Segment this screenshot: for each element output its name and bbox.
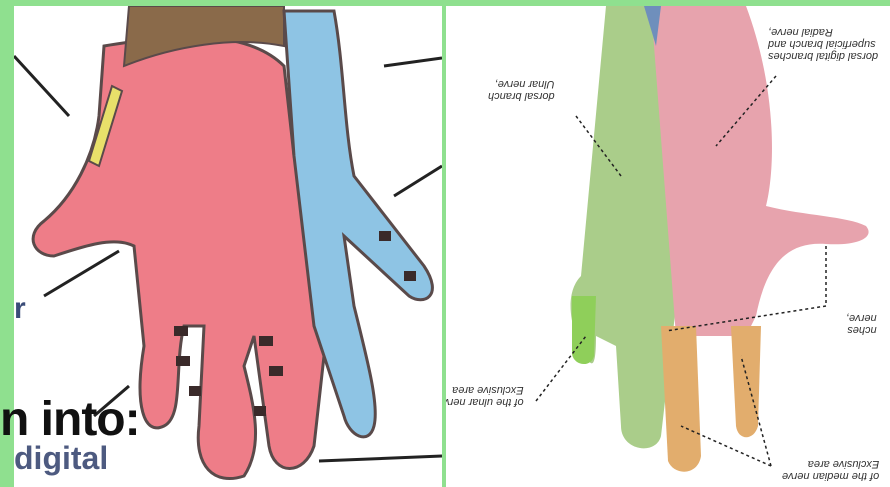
label-median-partial: nches nerve, — [846, 312, 877, 336]
label-line: of the median nerve — [782, 470, 879, 482]
label-exclusive-ulnar: of the ulnar nerve Exclusive area — [446, 384, 524, 408]
median-region-finger-1 — [661, 326, 701, 472]
median-region-finger-2 — [731, 326, 761, 437]
label-ulnar-dorsal: dorsal branch Ulnar nerve, — [488, 78, 555, 102]
hand-photo-panel: dorsal branch Ulnar nerve, dorsal digita… — [446, 6, 890, 487]
label-line: nches — [846, 324, 877, 336]
label-radial-superficial: dorsal digital branches superficial bran… — [768, 26, 878, 62]
label-line: dorsal branch — [488, 90, 555, 102]
label-line: Radial nerve, — [768, 26, 878, 38]
label-line: Ulnar nerve, — [488, 78, 555, 90]
label-line: nerve, — [846, 312, 877, 324]
label-exclusive-median: of the median nerve Exclusive area — [782, 458, 879, 482]
label-line: of the ulnar nerve — [446, 396, 524, 408]
ulnar-exclusive-fingertip — [572, 296, 596, 364]
digital-label: digital — [14, 440, 108, 477]
label-line: superficial branch and — [768, 38, 878, 50]
partial-letter: r — [14, 292, 26, 326]
label-line: Exclusive area — [446, 384, 524, 396]
label-line: dorsal digital branches — [768, 50, 878, 62]
label-line: Exclusive area — [782, 458, 879, 470]
slide-heading-fragment: n into: — [0, 392, 140, 447]
